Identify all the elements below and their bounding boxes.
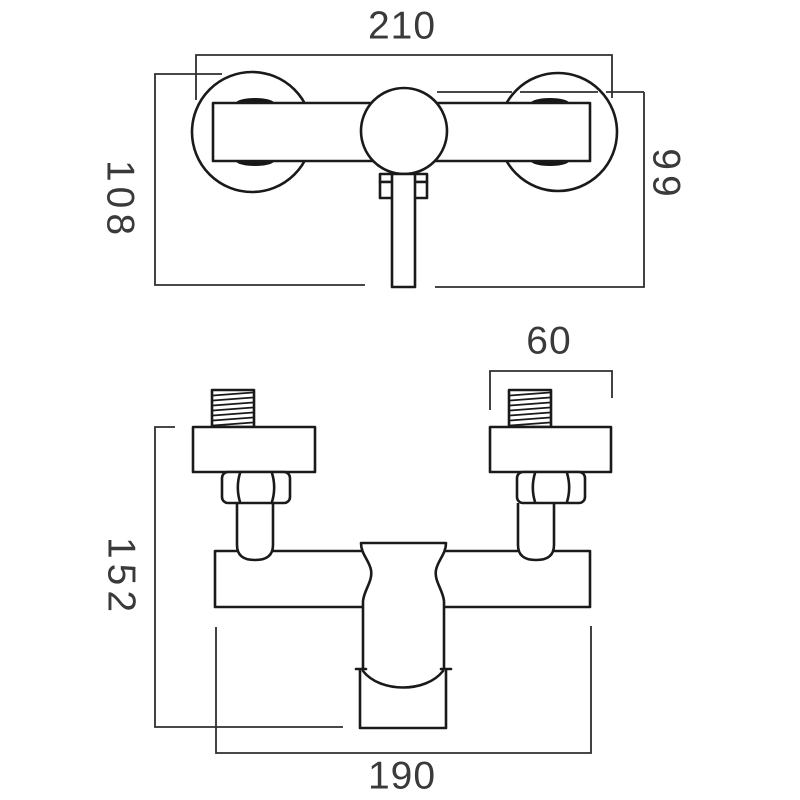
dim-line-99 — [435, 91, 645, 288]
dim-line-210 — [195, 54, 613, 100]
dim-label-height-152: 152 — [99, 536, 143, 618]
right-union-flange — [488, 425, 613, 474]
left-stub-threads — [212, 391, 254, 427]
dim-line-60 — [489, 370, 613, 410]
dim-line-190 — [215, 626, 592, 754]
valve-head-circle — [359, 86, 449, 176]
handle-column — [359, 541, 448, 672]
spout-arc — [361, 669, 445, 689]
right-inlet-leg — [516, 503, 556, 562]
dim-line-152 — [154, 426, 343, 728]
right-stub-threads — [509, 391, 551, 427]
front-view — [154, 54, 645, 289]
plan-view — [154, 370, 613, 754]
dim-label-width-210: 210 — [367, 4, 437, 48]
dim-line-108 — [154, 73, 365, 286]
right-hex-nut — [515, 470, 587, 505]
right-hex-nut-facets — [531, 471, 571, 504]
left-hex-nut — [220, 470, 292, 505]
spout-block — [358, 669, 448, 730]
dim-label-width-190: 190 — [367, 754, 437, 798]
left-hex-nut-facets — [236, 471, 276, 504]
dim-label-height-108: 108 — [98, 159, 142, 241]
dim-label-connector-60: 60 — [526, 319, 572, 363]
lever-handle-shaft — [390, 172, 417, 289]
dim-label-height-99: 99 — [644, 148, 688, 202]
left-inlet-leg — [235, 503, 275, 562]
left-union-flange — [191, 425, 317, 474]
